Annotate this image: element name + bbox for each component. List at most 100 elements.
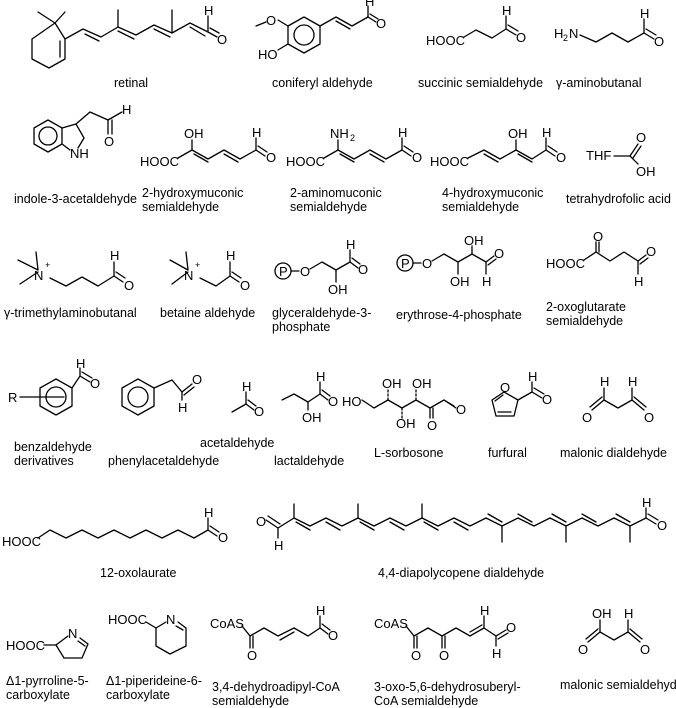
atom-label: O xyxy=(542,392,552,407)
label-gamma-aminobutanal: γ-aminobutanal xyxy=(556,76,642,90)
label-4-4-diapolycopene-dialdehyde: 4,4-diapolycopene dialdehyde xyxy=(378,566,545,580)
label-malonic-dialdehyde: malonic dialdehyde xyxy=(560,446,668,460)
atom-label: OH xyxy=(328,282,348,297)
atom-label: N xyxy=(68,626,77,641)
atom-label: O xyxy=(654,34,664,49)
atom-label: HO xyxy=(342,394,362,409)
structure-glyceraldehyde-3-phosphate: P O H O OH xyxy=(272,237,372,304)
structure-2-oxoglutarate-semialdehyde: HOOC O O H xyxy=(544,229,664,300)
structure-malonic-dialdehyde: H H O O xyxy=(578,374,668,432)
structure-lactaldehyde: H O OH xyxy=(280,369,340,426)
atom-label: N xyxy=(569,26,578,41)
atom-label: H xyxy=(204,505,213,520)
atom-label: HOOC xyxy=(286,154,325,169)
label-acetaldehyde: acetaldehyde xyxy=(200,436,275,450)
atom-label: O xyxy=(376,16,386,31)
atom-label: + xyxy=(45,260,50,270)
atom-label: O xyxy=(328,628,338,643)
structure-gamma-trimethylaminobutanal: N + H O xyxy=(12,244,134,298)
atom-o: O xyxy=(217,32,227,47)
atom-label: OH xyxy=(636,164,656,179)
atom-label: H xyxy=(316,369,325,384)
atom-label: O xyxy=(427,418,437,433)
atom-label: O xyxy=(104,134,114,149)
structure-12-oxolaurate: HOOC H O xyxy=(0,505,240,556)
structure-furfural: O H O xyxy=(484,369,564,428)
structure-acetaldehyde: H O xyxy=(228,376,278,426)
atom-label: HO xyxy=(258,47,278,62)
label-l-sorbosone: L-sorbosone xyxy=(374,446,444,460)
atom-label: R xyxy=(8,390,17,405)
atom-label: OH xyxy=(184,126,204,141)
atom-label: H xyxy=(480,603,489,618)
structure-benzaldehyde-derivatives: R H O xyxy=(4,356,104,422)
atom-label: N xyxy=(34,268,43,283)
structure-4-hydroxymuconic-semialdehyde: HOOC OH H O xyxy=(428,125,568,176)
atom-label: H xyxy=(624,606,633,621)
atom-label: O xyxy=(411,648,421,663)
atom-label: O xyxy=(218,530,228,545)
atom-label: O xyxy=(90,376,100,391)
structure-coniferyl-aldehyde: O HO H O xyxy=(252,0,386,72)
structure-delta1-pyrroline-5-carboxylate: HOOC N xyxy=(4,614,104,668)
atom-label: 2 xyxy=(563,33,568,43)
atom-label: OH xyxy=(464,233,484,248)
atom-label: O xyxy=(456,402,466,417)
atom-label: H xyxy=(398,125,407,140)
structure-delta1-piperideine-6-carboxylate: HOOC N xyxy=(106,604,206,668)
atom-label: O xyxy=(266,150,276,165)
atom-label: O xyxy=(494,246,504,261)
label-betaine-aldehyde: betaine aldehyde xyxy=(160,306,256,320)
structure-3-oxo-5-6-dehydrosuberyl-coa-semialdehyde: CoAS O O H O H xyxy=(372,603,532,668)
atom-h: H xyxy=(204,3,213,18)
atom-label: NH xyxy=(330,126,349,141)
atom-label: O xyxy=(657,518,667,533)
atom-label: H xyxy=(642,495,651,510)
atom-label: H xyxy=(628,374,637,389)
atom-label: O xyxy=(646,244,656,259)
label-retinal: retinal xyxy=(114,76,149,90)
atom-label: O xyxy=(328,394,338,409)
structure-l-sorbosone: HO OH OH OH O O xyxy=(340,370,480,433)
structure-tetrahydrofolic-acid: THF O OH xyxy=(584,130,674,180)
atom-label: O xyxy=(636,130,646,145)
atom-label: OH xyxy=(396,416,416,431)
label-tetrahydrofolic-acid: tetrahydrofolic acid xyxy=(566,192,671,206)
atom-label: N xyxy=(184,268,193,283)
atom-label: O xyxy=(247,648,257,663)
atom-label: O xyxy=(506,620,516,635)
label-3-oxo-5-6-dehydrosuberyl-coa-semialdehyde: 3-oxo-5,6-dehydrosuberyl-CoA semialdehyd… xyxy=(374,680,521,708)
atom-label: H xyxy=(316,603,325,618)
atom-label: H xyxy=(600,374,609,389)
label-erythrose-4-phosphate: erythrose-4-phosphate xyxy=(396,308,522,322)
atom-label: H xyxy=(178,400,187,415)
atom-label: H xyxy=(252,125,261,140)
structure-phenylacetaldehyde: O H xyxy=(118,366,218,422)
atom-label: H xyxy=(274,538,283,553)
atom-label: HOOC xyxy=(546,256,585,271)
atom-label: H xyxy=(365,0,374,9)
atom-label: O xyxy=(640,642,650,657)
atom-label: O xyxy=(240,278,250,293)
atom-label: H xyxy=(122,102,131,117)
atom-label: P xyxy=(279,264,288,279)
atom-label: O xyxy=(556,150,566,165)
atom-label: OH xyxy=(382,376,402,391)
atom-label: O xyxy=(254,404,264,419)
atom-label: P xyxy=(401,256,410,271)
atom-label: H xyxy=(634,274,643,289)
structure-3-4-dehydroadipyl-coa-semialdehyde: CoAS O H O xyxy=(208,603,358,668)
atom-label: THF xyxy=(586,148,611,163)
atom-label: O xyxy=(256,514,266,529)
atom-label: O xyxy=(266,13,276,28)
atom-label: OH xyxy=(450,274,470,289)
structure-2-hydroxymuconic-semialdehyde: HOOC OH H O xyxy=(138,125,278,176)
atom-label: HOOC xyxy=(430,154,469,169)
atom-label: O xyxy=(516,30,526,45)
structure-erythrose-4-phosphate: P O OH OH H O xyxy=(394,233,504,306)
atom-label: H xyxy=(226,248,235,263)
